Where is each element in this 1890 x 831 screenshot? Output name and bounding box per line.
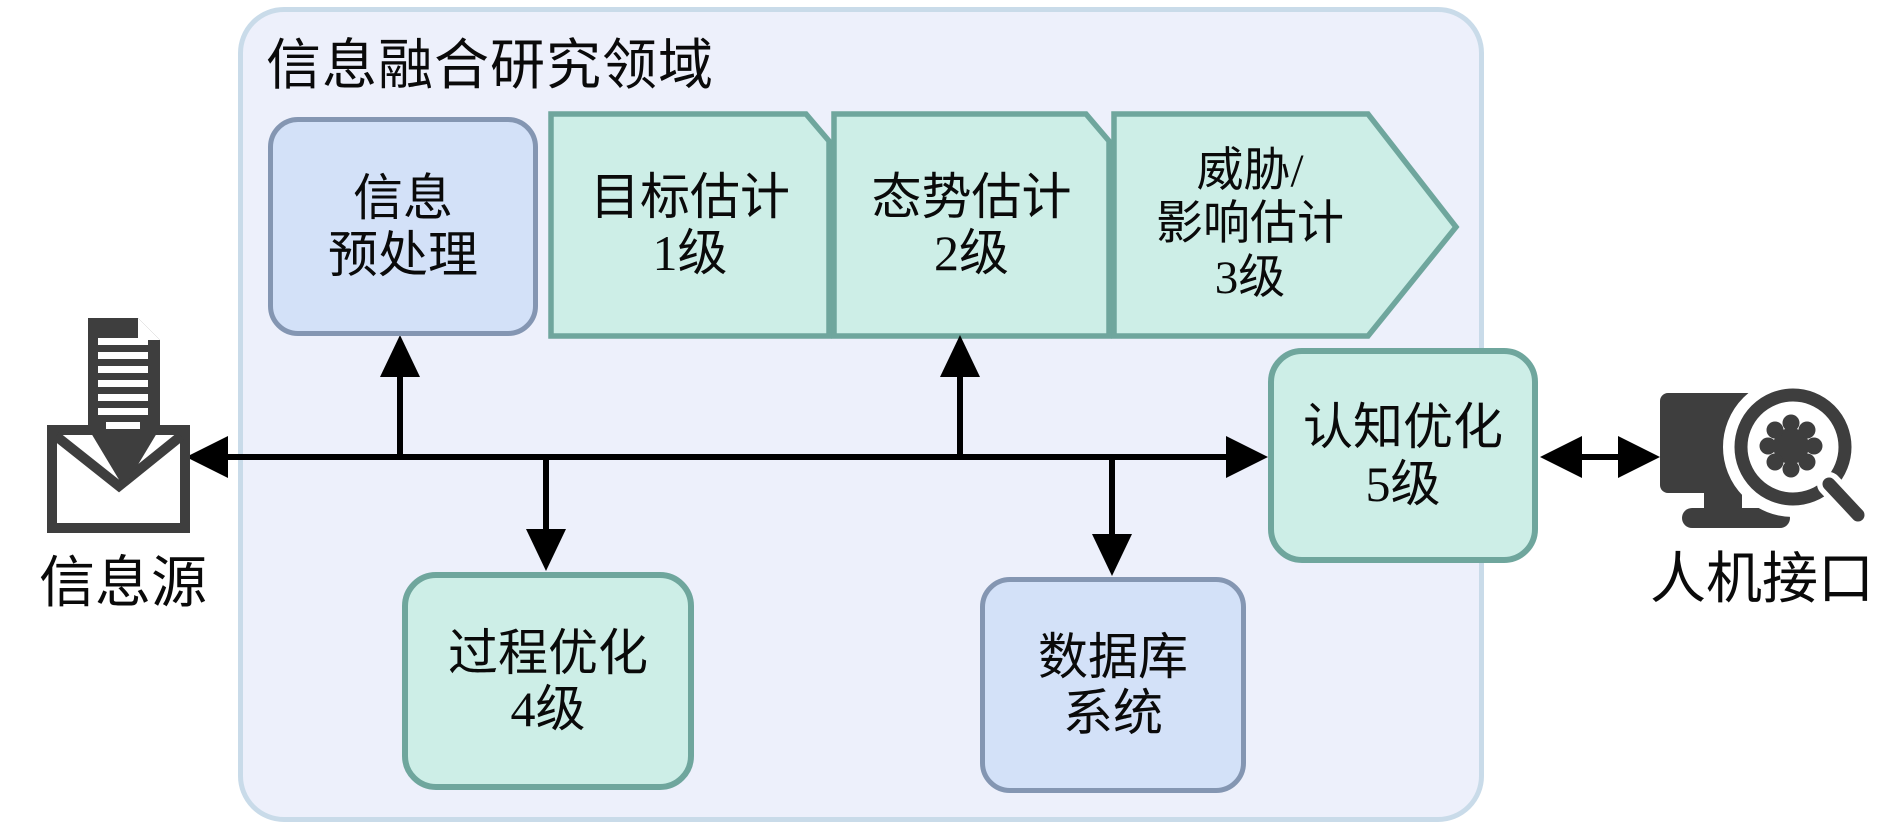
level2-shape	[831, 111, 1112, 339]
node-level4: 过程优化 4级	[402, 572, 694, 790]
level3-arrow-shape	[1111, 111, 1460, 339]
node-level1: 目标估计 1级	[551, 114, 829, 336]
node-level2-label: 态势估计 2级	[871, 168, 1072, 282]
arrow-down-level4	[526, 457, 566, 571]
domain-title: 信息融合研究领域	[266, 35, 715, 96]
node-level5-label: 认知优化 5级	[1303, 399, 1503, 512]
source-label: 信息源	[39, 553, 207, 615]
hmi-label: 人机接口	[1650, 549, 1874, 611]
monitor-magnifier-bug-icon	[1660, 377, 1870, 528]
node-preprocess: 信息 预处理	[268, 117, 538, 336]
node-preprocess-label: 信息 预处理	[328, 170, 478, 283]
node-level1-label: 目标估计 1级	[590, 168, 790, 282]
node-level3: 威胁/ 影响估计 3级	[1114, 114, 1386, 336]
main-bus-arrow	[186, 436, 1268, 478]
node-level4-label: 过程优化 4级	[448, 624, 648, 738]
arrow-up-preprocess	[380, 335, 420, 457]
node-database-label: 数据库 系统	[1038, 628, 1188, 742]
arrow-down-database	[1092, 457, 1132, 576]
double-arrow-hmi	[1540, 436, 1660, 478]
bug-glyph	[1759, 414, 1823, 478]
node-level2: 态势估计 2级	[834, 114, 1109, 336]
node-level5: 认知优化 5级	[1268, 348, 1538, 563]
level1-shape	[548, 111, 832, 339]
node-database: 数据库 系统	[980, 577, 1246, 793]
arrow-up-level2	[940, 335, 980, 457]
node-level3-label: 威胁/ 影响估计 3级	[1156, 145, 1344, 304]
document-envelope-icon	[47, 318, 190, 533]
